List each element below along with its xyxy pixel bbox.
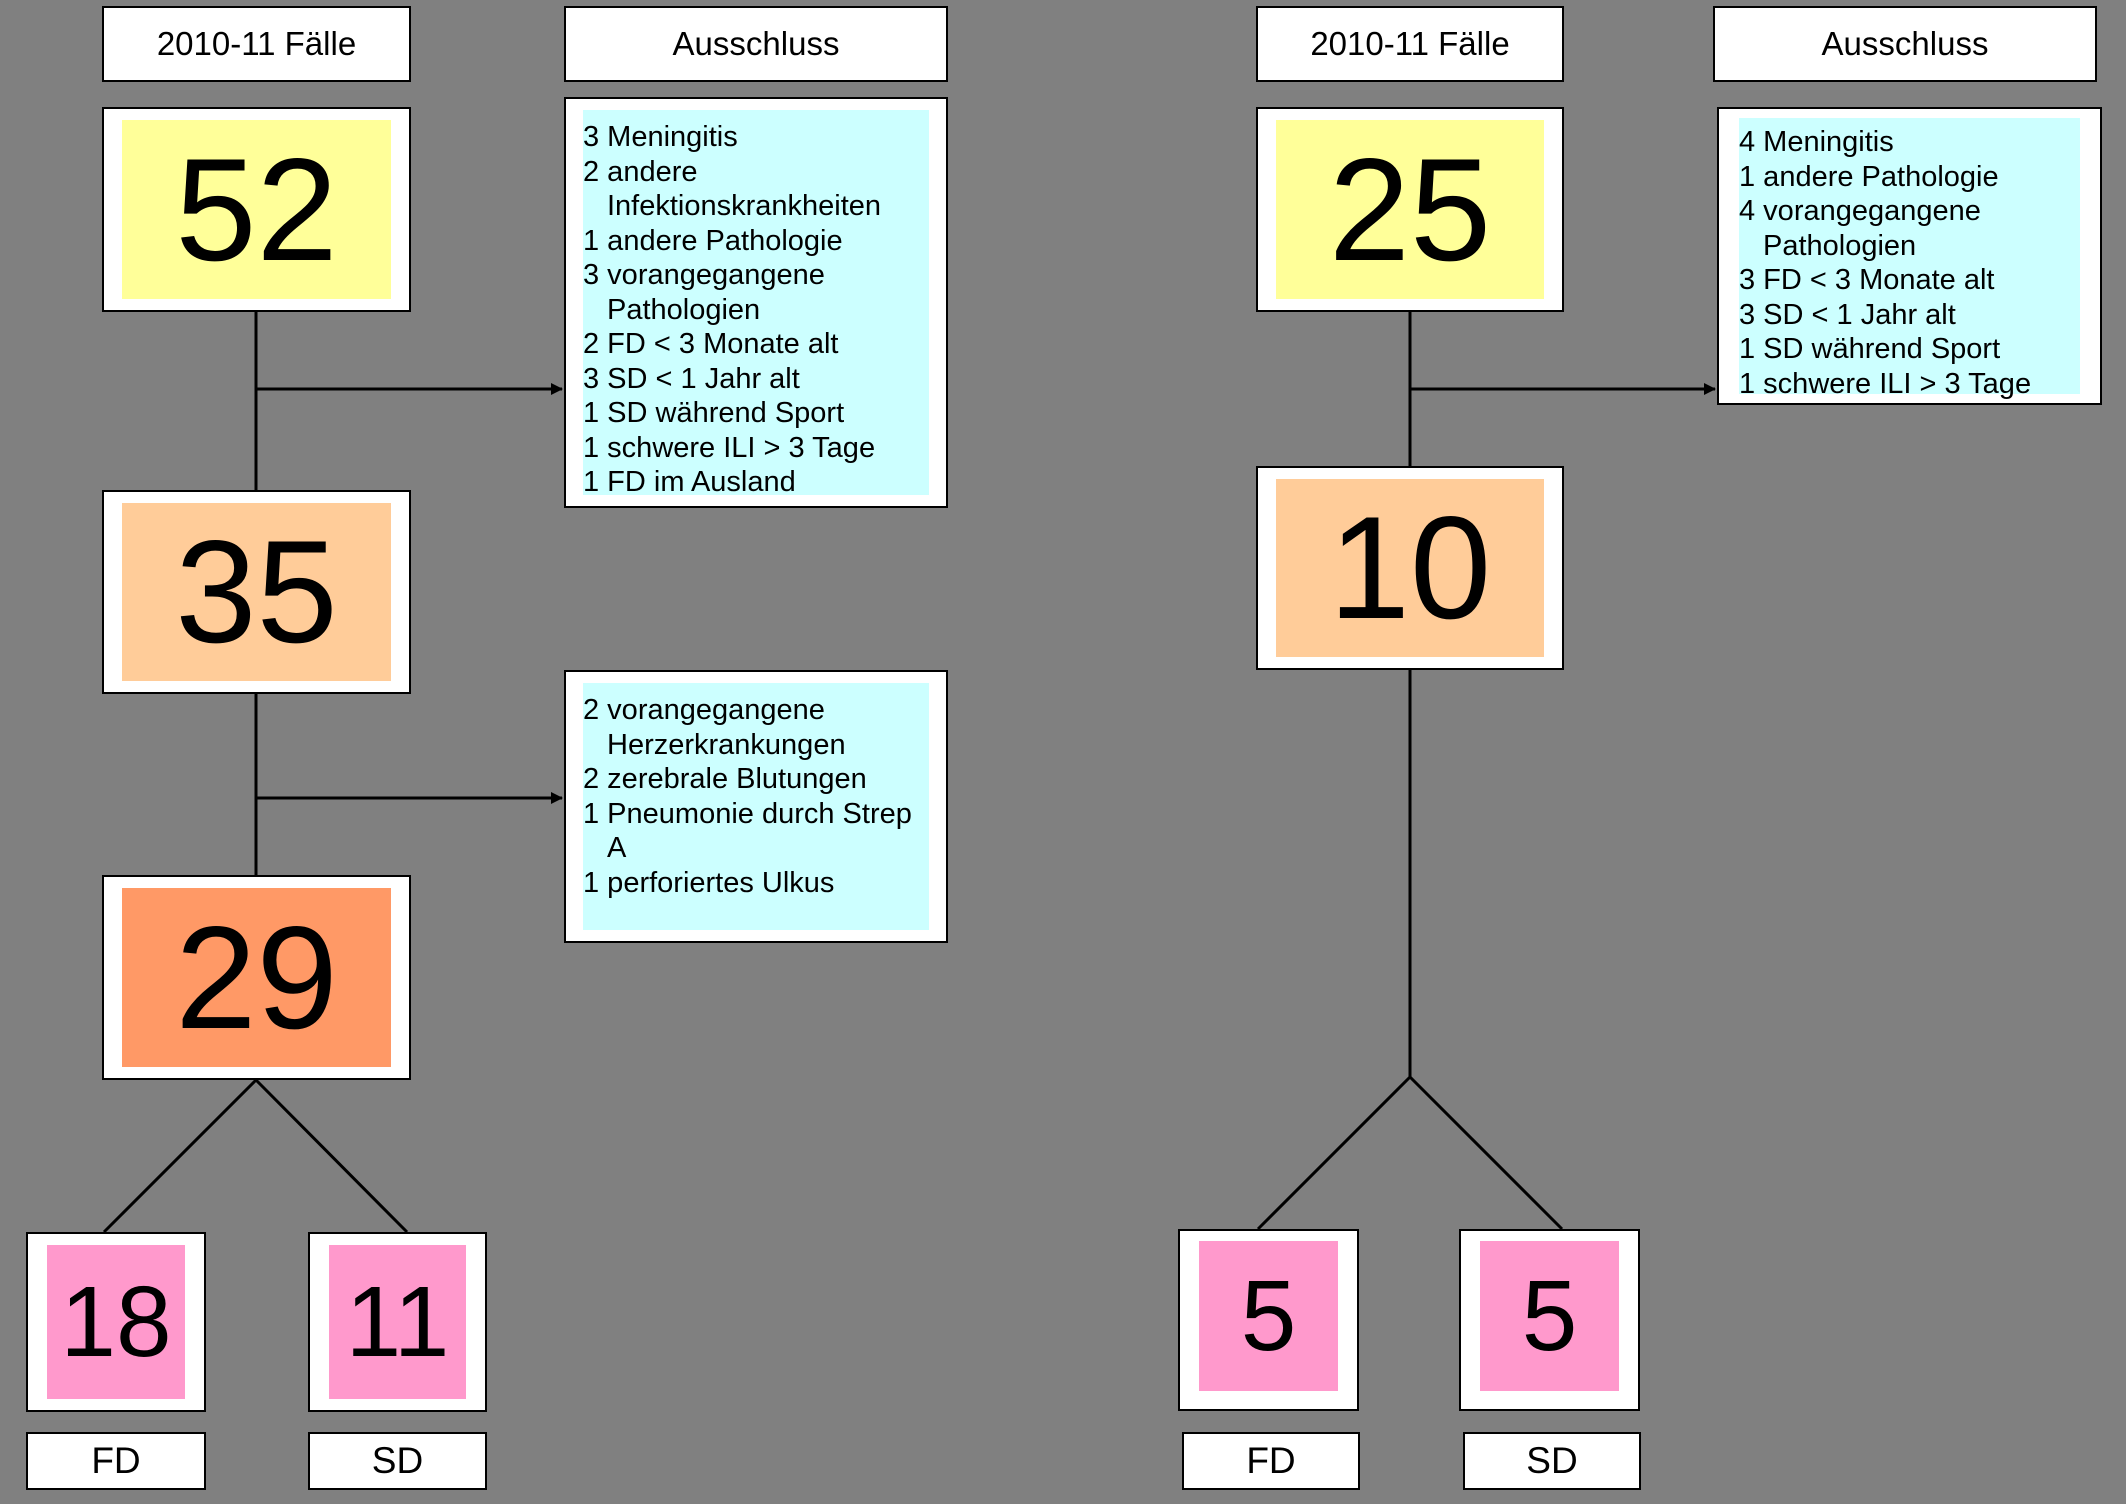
exclusion-item: 3 Meningitis	[583, 121, 738, 153]
right-count-initial-box: 25	[1256, 107, 1564, 312]
left-count-middle-box: 35	[102, 490, 411, 694]
left-header-exclusion: Ausschluss	[564, 6, 948, 82]
exclusion-item: 1 FD im Ausland	[583, 466, 796, 498]
left-branch-sd	[254, 1078, 409, 1234]
left-sd-count: 11	[329, 1245, 466, 1399]
exclusion-item: 2 andere Infektionskrankheiten	[583, 155, 882, 223]
right-header-cases: 2010-11 Fälle	[1256, 6, 1564, 82]
right-fd-label: FD	[1182, 1432, 1360, 1490]
exclusion-item: 3 FD < 3 Monate alt	[1739, 264, 1995, 296]
right-fd-count-box: 5	[1178, 1229, 1359, 1411]
exclusion-item: 1 andere Pathologie	[1739, 160, 1999, 193]
exclusion-item: 1 SD während Sport	[1739, 333, 2001, 365]
right-count-initial: 25	[1276, 120, 1544, 299]
left-fd-count-box: 18	[26, 1232, 206, 1412]
left-count-initial: 52	[122, 120, 391, 299]
right-count-final-box: 10	[1256, 466, 1564, 670]
exclusion-item: 1 andere Pathologie	[583, 224, 843, 257]
exclusion-item: 1 schwere ILI > 3 Tage	[583, 431, 876, 464]
exclusion-item: 1 SD während Sport	[583, 397, 845, 429]
left-header-cases: 2010-11 Fälle	[102, 6, 411, 82]
left-count-middle: 35	[122, 503, 391, 681]
left-count-final-box: 29	[102, 875, 411, 1080]
left-sd-label: SD	[308, 1432, 487, 1490]
left-fd-count: 18	[47, 1245, 185, 1399]
exclusion-item: 3 SD < 1 Jahr alt	[583, 362, 800, 395]
exclusion-item: 2 FD < 3 Monate alt	[583, 328, 839, 360]
exclusion-item: 2 vorangegangene Herzerkrankungen	[583, 694, 846, 761]
right-header-exclusion: Ausschluss	[1713, 6, 2097, 82]
right-sd-count: 5	[1480, 1241, 1619, 1391]
right-sd-count-box: 5	[1459, 1229, 1640, 1411]
left-count-initial-box: 52	[102, 107, 411, 312]
left-sd-count-box: 11	[308, 1232, 487, 1412]
exclusion-item: 4 vorangegangene Pathologien	[1739, 195, 1981, 262]
exclusion-item: 1 Pneumonie durch Strep A	[583, 797, 912, 865]
exclusion-item: 1 perforiertes Ulkus	[583, 866, 835, 899]
exclusion-item: 3 SD < 1 Jahr alt	[1739, 298, 1956, 331]
left-fd-label: FD	[26, 1432, 206, 1490]
right-branch-sd	[1408, 1075, 1564, 1231]
right-branch-fd	[1256, 1075, 1412, 1231]
right-count-final: 10	[1276, 479, 1544, 657]
exclusion-item: 2 zerebrale Blutungen	[583, 763, 867, 795]
exclusion-item: 4 Meningitis	[1739, 126, 1894, 158]
left-branch-fd	[102, 1078, 258, 1234]
exclusion-item: 1 schwere ILI > 3 Tage	[1739, 367, 2032, 400]
right-sd-label: SD	[1463, 1432, 1641, 1490]
left-count-final: 29	[122, 888, 391, 1067]
right-fd-count: 5	[1199, 1241, 1338, 1391]
exclusion-item: 3 vorangegangene Pathologien	[583, 259, 825, 326]
